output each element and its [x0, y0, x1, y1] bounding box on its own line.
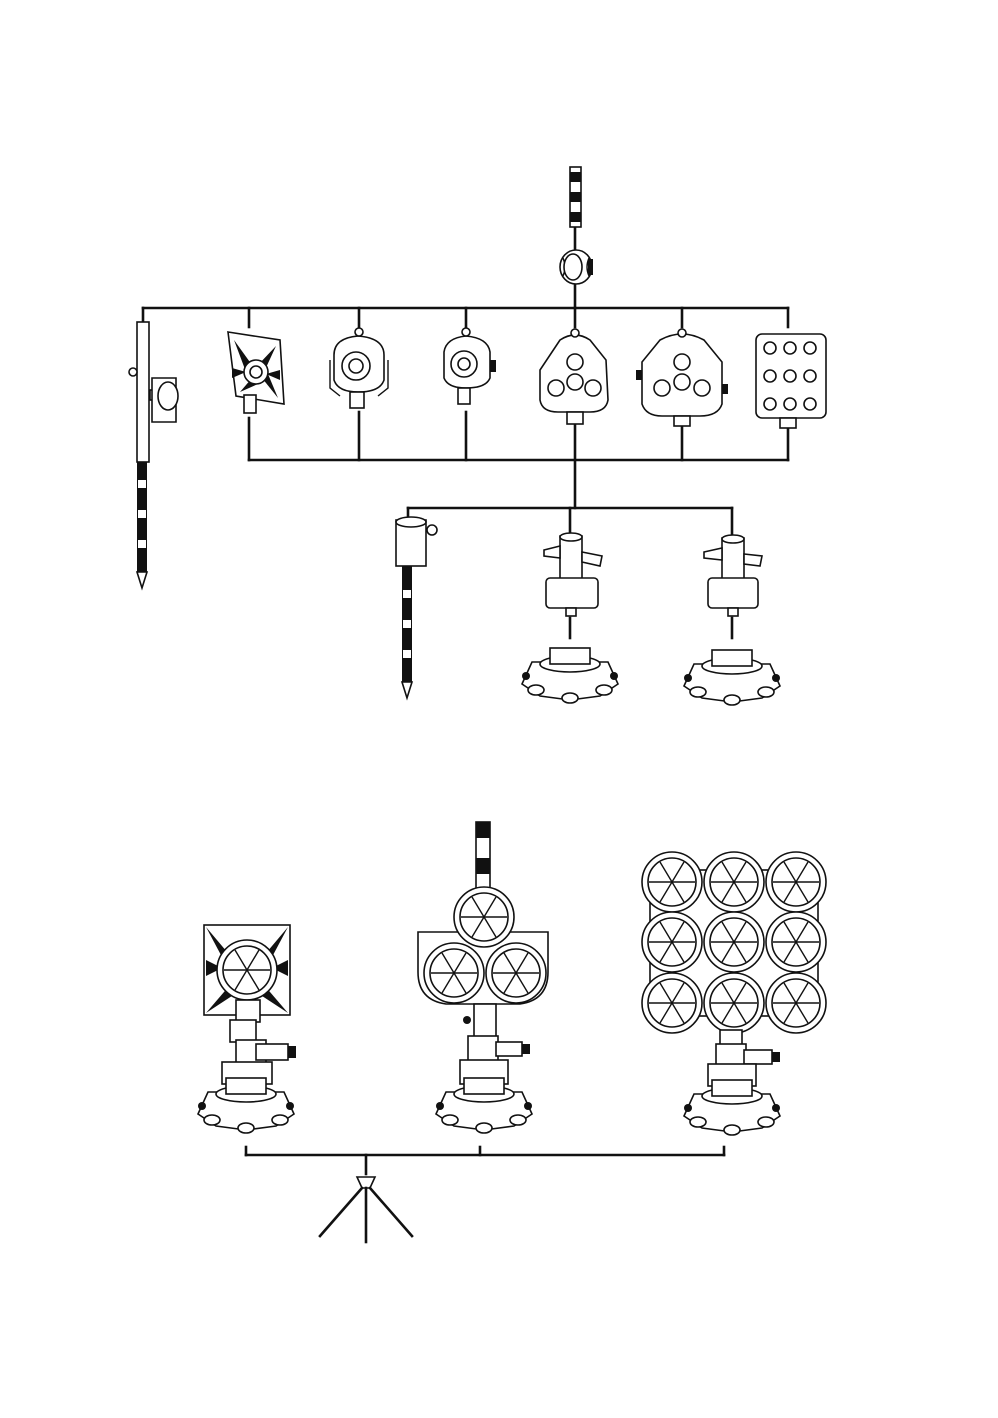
prism-adapter	[560, 250, 593, 284]
tribrach-adapter-left	[544, 533, 602, 616]
assembled-triple-prism-set	[418, 822, 548, 1133]
tripod	[320, 1177, 412, 1242]
connection-lines-top	[143, 228, 788, 638]
single-prism-holder-large	[330, 328, 388, 408]
tribrach-adapter-right	[704, 535, 762, 616]
triple-prism-holder	[540, 329, 608, 424]
assembled-single-prism-set	[198, 925, 296, 1133]
single-prism-holder-small	[444, 328, 496, 404]
nine-prism-holder	[756, 334, 826, 428]
single-prism-with-target-plate	[228, 332, 284, 413]
prism-pole-with-bracket	[129, 322, 178, 588]
tribrach-left	[522, 648, 618, 703]
pole-extension	[570, 167, 581, 227]
tribrach-right	[684, 650, 780, 705]
triple-prism-holder-wide	[636, 329, 728, 426]
assembled-nine-prism-set	[642, 852, 826, 1135]
connection-lines-bottom	[246, 1147, 724, 1174]
mini-pole	[396, 517, 437, 698]
